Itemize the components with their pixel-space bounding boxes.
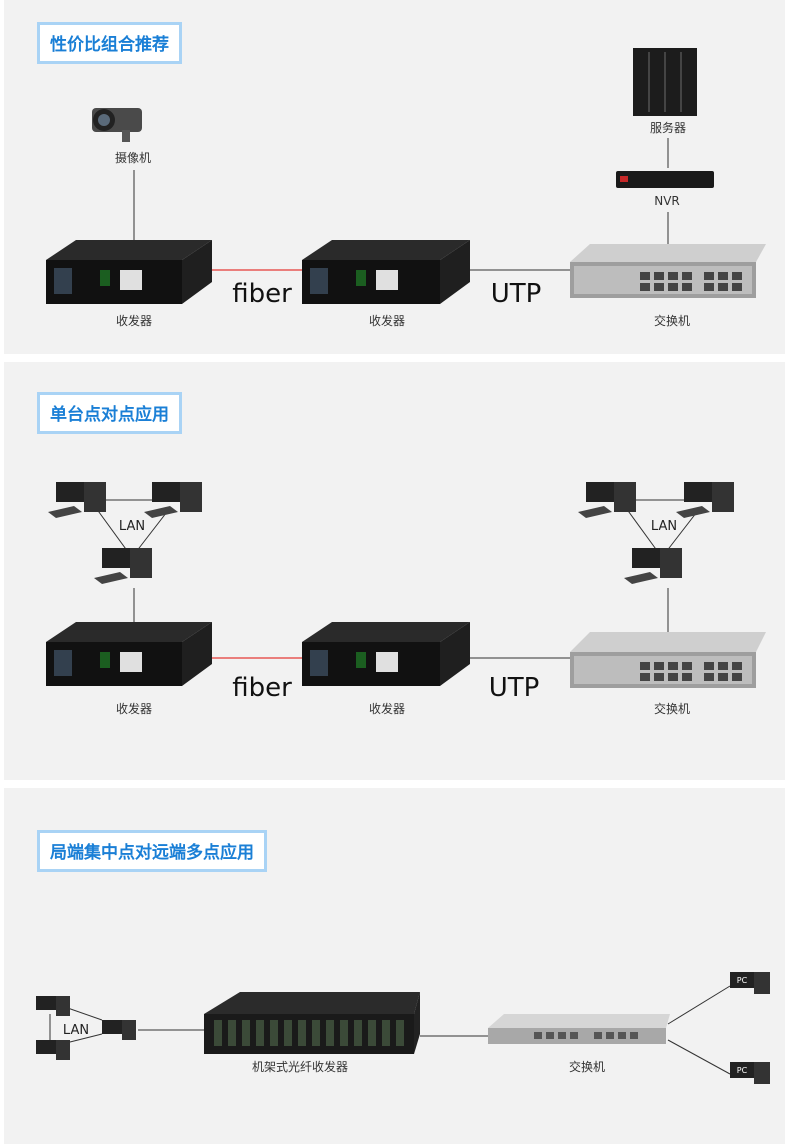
combo-diagram: 摄像机 服务器 NVR 收发器 fiber	[46, 48, 766, 328]
camera-label: 摄像机	[115, 150, 151, 165]
lan-link	[95, 507, 129, 553]
nvr-icon	[616, 171, 714, 188]
transceiver-2-label: 收发器	[369, 701, 405, 716]
lan-link	[625, 507, 659, 553]
switch-label: 交换机	[569, 1059, 605, 1074]
section-combo: 性价比组合推荐 摄像机 服务器 NVR	[4, 0, 785, 354]
switch-to-pc-link	[667, 985, 731, 1025]
transceiver-1-label: 收发器	[116, 313, 152, 328]
pc-icon	[48, 482, 106, 518]
pc-icon	[94, 548, 152, 584]
pc-icon	[144, 482, 202, 518]
utp-label: UTP	[489, 673, 540, 703]
pc-icon	[730, 972, 770, 994]
transceiver-icon	[302, 622, 470, 686]
switch-icon	[488, 1014, 670, 1044]
transceiver-1-label: 收发器	[116, 701, 152, 716]
transceiver-icon	[302, 240, 470, 304]
utp-label: UTP	[491, 279, 542, 309]
switch-label: 交换机	[654, 313, 690, 328]
pc-label: PC	[737, 976, 748, 985]
rack-transceiver-label: 机架式光纤收发器	[252, 1059, 348, 1074]
lan-link	[135, 507, 171, 553]
pc-icon	[36, 996, 70, 1016]
pc-icon	[624, 548, 682, 584]
pc-icon	[676, 482, 734, 518]
server-icon	[633, 48, 697, 116]
central-multipoint-diagram: LAN 机架式光纤收发器	[36, 972, 770, 1084]
switch-icon	[570, 244, 766, 298]
transceiver-icon	[46, 622, 212, 686]
nvr-label: NVR	[654, 194, 680, 208]
lan-label: LAN	[63, 1023, 89, 1038]
pc-icon	[102, 1020, 136, 1040]
pc-icon	[730, 1062, 770, 1084]
lan-label-right: LAN	[651, 519, 677, 534]
rack-transceiver-icon	[204, 992, 420, 1054]
fiber-label: fiber	[232, 673, 292, 703]
section-title-central-to-multipoint: 局端集中点对远端多点应用	[37, 830, 267, 872]
camera-icon	[92, 108, 142, 142]
section-point-to-point: 单台点对点应用 LAN LAN	[4, 362, 785, 780]
fiber-label: fiber	[232, 279, 292, 309]
switch-to-pc-link	[667, 1039, 731, 1075]
switch-icon	[570, 632, 766, 688]
server-label: 服务器	[650, 120, 686, 135]
section-title-combo: 性价比组合推荐	[37, 22, 182, 64]
lan-label-left: LAN	[119, 519, 145, 534]
transceiver-icon	[46, 240, 212, 304]
transceiver-2-label: 收发器	[369, 313, 405, 328]
switch-label: 交换机	[654, 701, 690, 716]
pc-label: PC	[737, 1066, 748, 1075]
point-to-point-diagram: LAN LAN	[46, 482, 766, 716]
section-central-to-multipoint: 局端集中点对远端多点应用 LAN	[4, 788, 785, 1144]
section-title-point-to-point: 单台点对点应用	[37, 392, 182, 434]
pc-icon	[36, 1040, 70, 1060]
pc-icon	[578, 482, 636, 518]
